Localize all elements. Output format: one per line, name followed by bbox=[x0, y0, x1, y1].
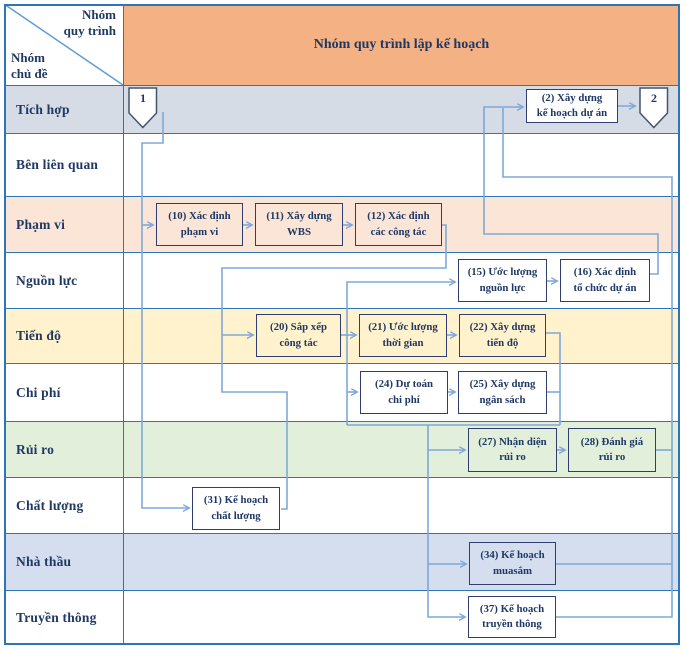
row-label-nguon-luc: Nguồn lực bbox=[16, 272, 78, 288]
corner-label-process-group: Nhóm quy trình bbox=[63, 7, 116, 39]
header-cell-planning-group: Nhóm quy trình lập kế hoạch bbox=[123, 4, 680, 85]
corner-cell: Nhóm quy trình Nhóm chủ đề bbox=[4, 4, 123, 85]
diagonal-divider bbox=[4, 4, 123, 85]
start-node-number: 1 bbox=[140, 91, 146, 105]
start-node-1: 1 bbox=[128, 87, 158, 129]
row-label-pham-vi: Phạm vi bbox=[16, 216, 66, 232]
row-label-tien-do: Tiến độ bbox=[16, 328, 62, 343]
row-band-truyen-thong: Truyền thông bbox=[4, 590, 680, 645]
label-column-divider bbox=[123, 4, 124, 645]
end-node-2: 2 bbox=[639, 87, 669, 129]
row-label-chat-luong: Chất lượng bbox=[16, 497, 84, 513]
row-label-nha-thau: Nhà thầu bbox=[16, 554, 72, 569]
row-band-chi-phi: Chi phí bbox=[4, 363, 680, 421]
row-label-rui-ro: Rủi ro bbox=[16, 441, 55, 457]
row-label-chi-phi: Chi phí bbox=[16, 384, 61, 400]
header-title: Nhóm quy trình lập kế hoạch bbox=[313, 36, 490, 52]
row-label-tich-hop: Tích hợp bbox=[16, 101, 70, 117]
row-band-ben-lien-quan: Bên liên quan bbox=[4, 133, 680, 196]
row-band-chat-luong: Chất lượng bbox=[4, 477, 680, 533]
corner-label-topic-group: Nhóm chủ đề bbox=[11, 49, 48, 81]
row-band-nha-thau: Nhà thầu bbox=[4, 533, 680, 590]
row-band-tien-do: Tiến độ bbox=[4, 308, 680, 363]
end-node-number: 2 bbox=[651, 91, 657, 105]
row-label-ben-lien-quan: Bên liên quan bbox=[16, 157, 99, 172]
row-label-truyen-thong: Truyền thông bbox=[16, 610, 97, 625]
